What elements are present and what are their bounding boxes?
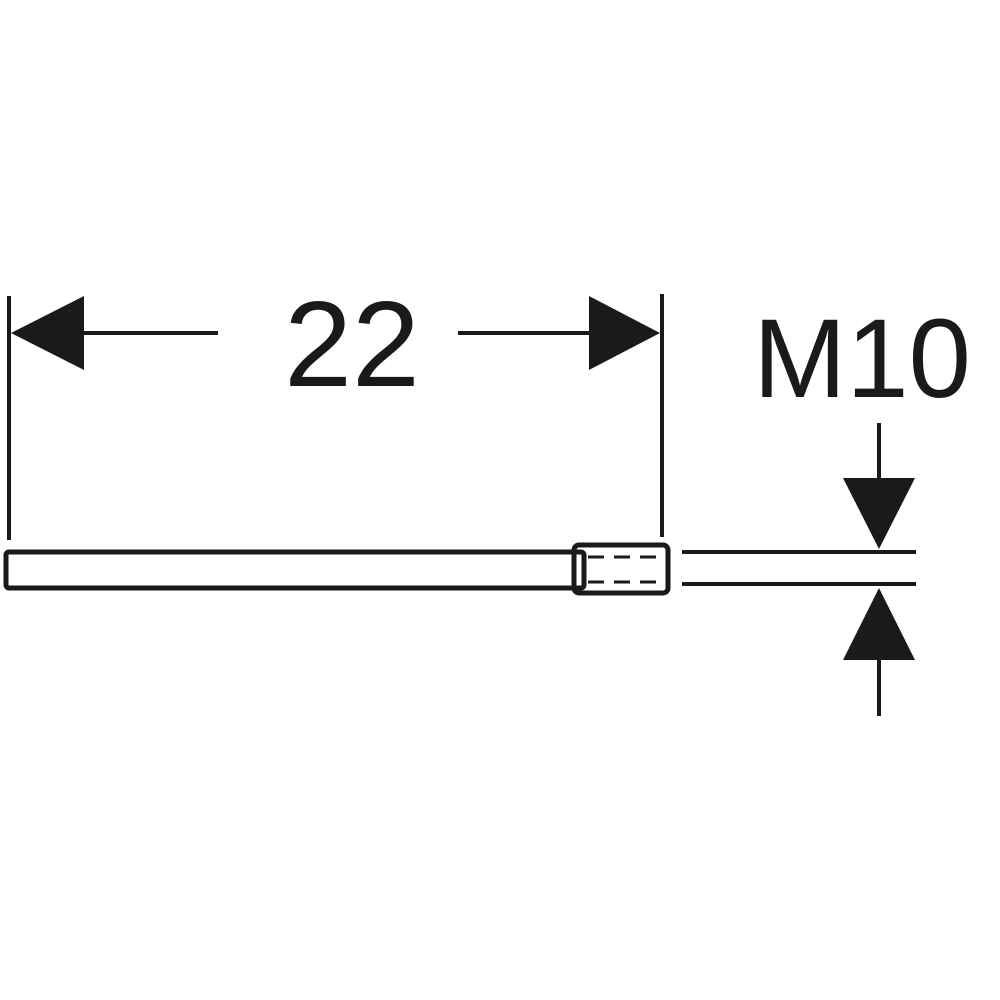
rod-end-sleeve xyxy=(571,542,671,596)
length-arrowhead-left xyxy=(11,296,84,370)
thread-label: M10 xyxy=(753,296,971,421)
length-label: 22 xyxy=(284,276,420,412)
thread-arrowhead-top xyxy=(843,478,915,549)
threaded-rod-body xyxy=(3,549,587,591)
length-arrowhead-right xyxy=(589,296,660,370)
thread-arrowhead-bottom xyxy=(843,588,915,660)
